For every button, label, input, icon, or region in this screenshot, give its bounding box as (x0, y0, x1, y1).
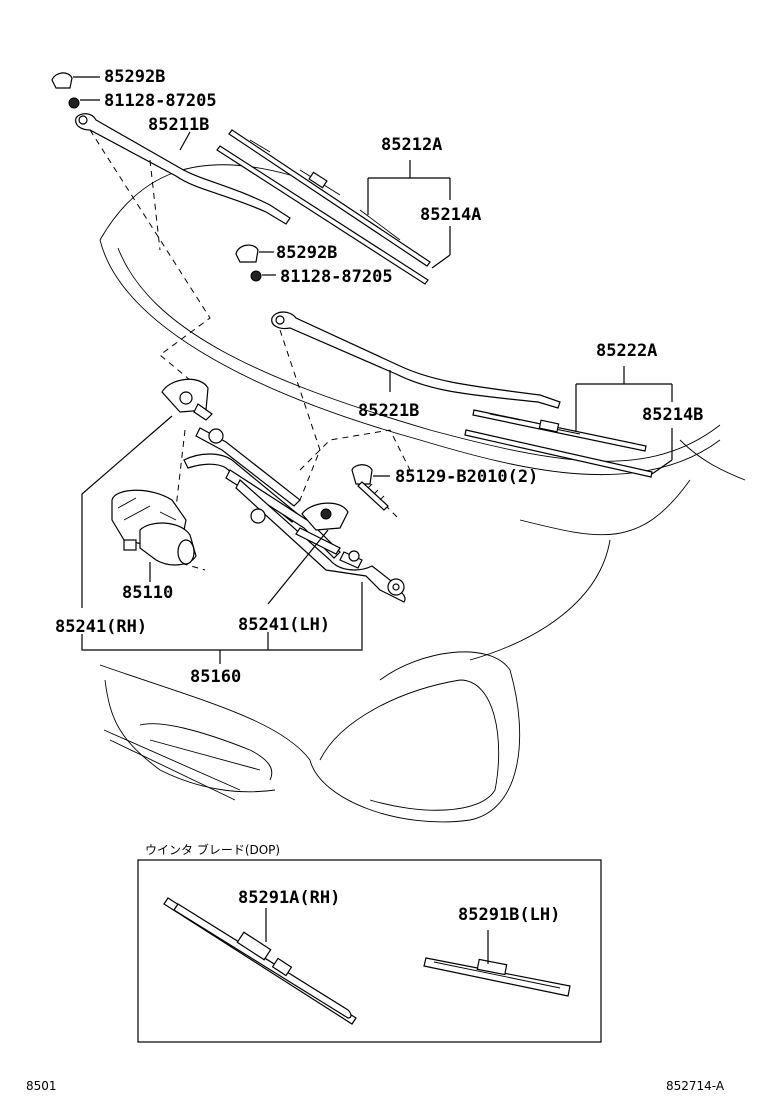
wiper-linkage-85160 (161, 378, 406, 603)
label-85214a: 85214A (420, 205, 481, 225)
winter-blade-85291a (163, 897, 357, 1025)
nut-81128-middle (250, 270, 276, 282)
label-85292b-middle: 85292B (276, 243, 337, 263)
label-85241-lh: 85241(LH) (238, 615, 330, 635)
wiper-motor-85110 (111, 489, 197, 582)
label-85129: 85129-B2010(2) (395, 467, 538, 487)
wiper-blade-85222a (464, 409, 653, 478)
label-85211b: 85211B (148, 115, 209, 135)
label-85291a: 85291A(RH) (238, 888, 340, 908)
wiper-arm-85211b (75, 113, 291, 225)
footer-left-code: 8501 (26, 1079, 57, 1093)
screw-85129 (351, 464, 390, 511)
wiper-blade-85212a (216, 129, 431, 285)
label-85222a: 85222A (596, 341, 657, 361)
footer-right-code: 852714-A (666, 1079, 725, 1093)
option-box-title: ウインタ ブレード(DOP) (145, 842, 280, 857)
label-85214b: 85214B (642, 405, 703, 425)
winter-blade-85291b (423, 930, 571, 997)
leader-lines (81, 415, 363, 664)
label-85110: 85110 (122, 583, 173, 603)
label-85212a: 85212A (381, 135, 442, 155)
wiper-arm-85221b (271, 311, 561, 409)
label-85291b: 85291B(LH) (458, 905, 560, 925)
bracket-85212a-85214a (367, 160, 451, 269)
label-85221b: 85221B (358, 401, 419, 421)
cap-85292b-top (51, 72, 100, 89)
label-85241-rh: 85241(RH) (55, 617, 147, 637)
car-body-outline (99, 164, 746, 823)
nut-81128-top (68, 97, 100, 109)
bracket-85222a-85214b (575, 366, 673, 475)
label-81128-middle: 81128-87205 (280, 267, 393, 287)
label-81128-top: 81128-87205 (104, 91, 217, 111)
cap-85292b-middle (235, 244, 274, 263)
winter-blade-option-box: ウインタ ブレード(DOP) 85291A(RH) 85291B(LH) (137, 842, 602, 1043)
label-85160: 85160 (190, 667, 241, 687)
label-85292b-top: 85292B (104, 67, 165, 87)
dashed-guides (89, 129, 411, 571)
